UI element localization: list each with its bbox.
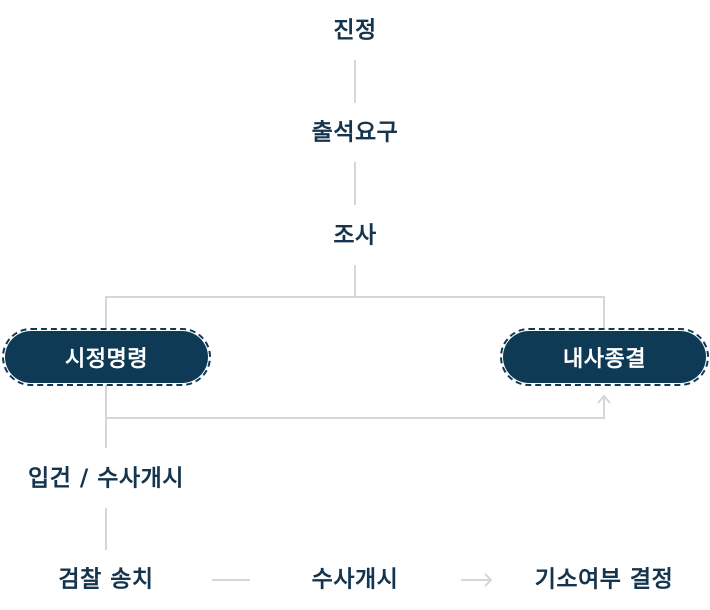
node-susa: 수사개시	[311, 566, 399, 593]
node-sijeong-label: 시정명령	[65, 347, 148, 372]
connector-branch-right	[355, 296, 605, 329]
connector-sijeong-to-naesa	[106, 397, 605, 419]
node-sijeong-pill: 시정명령	[2, 328, 211, 386]
node-naesa-label: 내사종결	[563, 347, 646, 372]
node-chulseok: 출석요구	[311, 119, 399, 146]
arrowhead-giso	[484, 573, 493, 587]
node-josa: 조사	[333, 222, 377, 249]
connector-branch-left	[105, 296, 355, 329]
node-geomchal: 검찰 송치	[58, 566, 154, 593]
node-naesa-pill: 내사종결	[500, 328, 709, 386]
node-ipgeon: 입건 / 수사개시	[28, 465, 184, 492]
node-jinjeong: 진정	[333, 17, 377, 44]
arrowhead-naesa	[597, 394, 611, 404]
node-giso: 기소여부 결정	[534, 566, 674, 593]
